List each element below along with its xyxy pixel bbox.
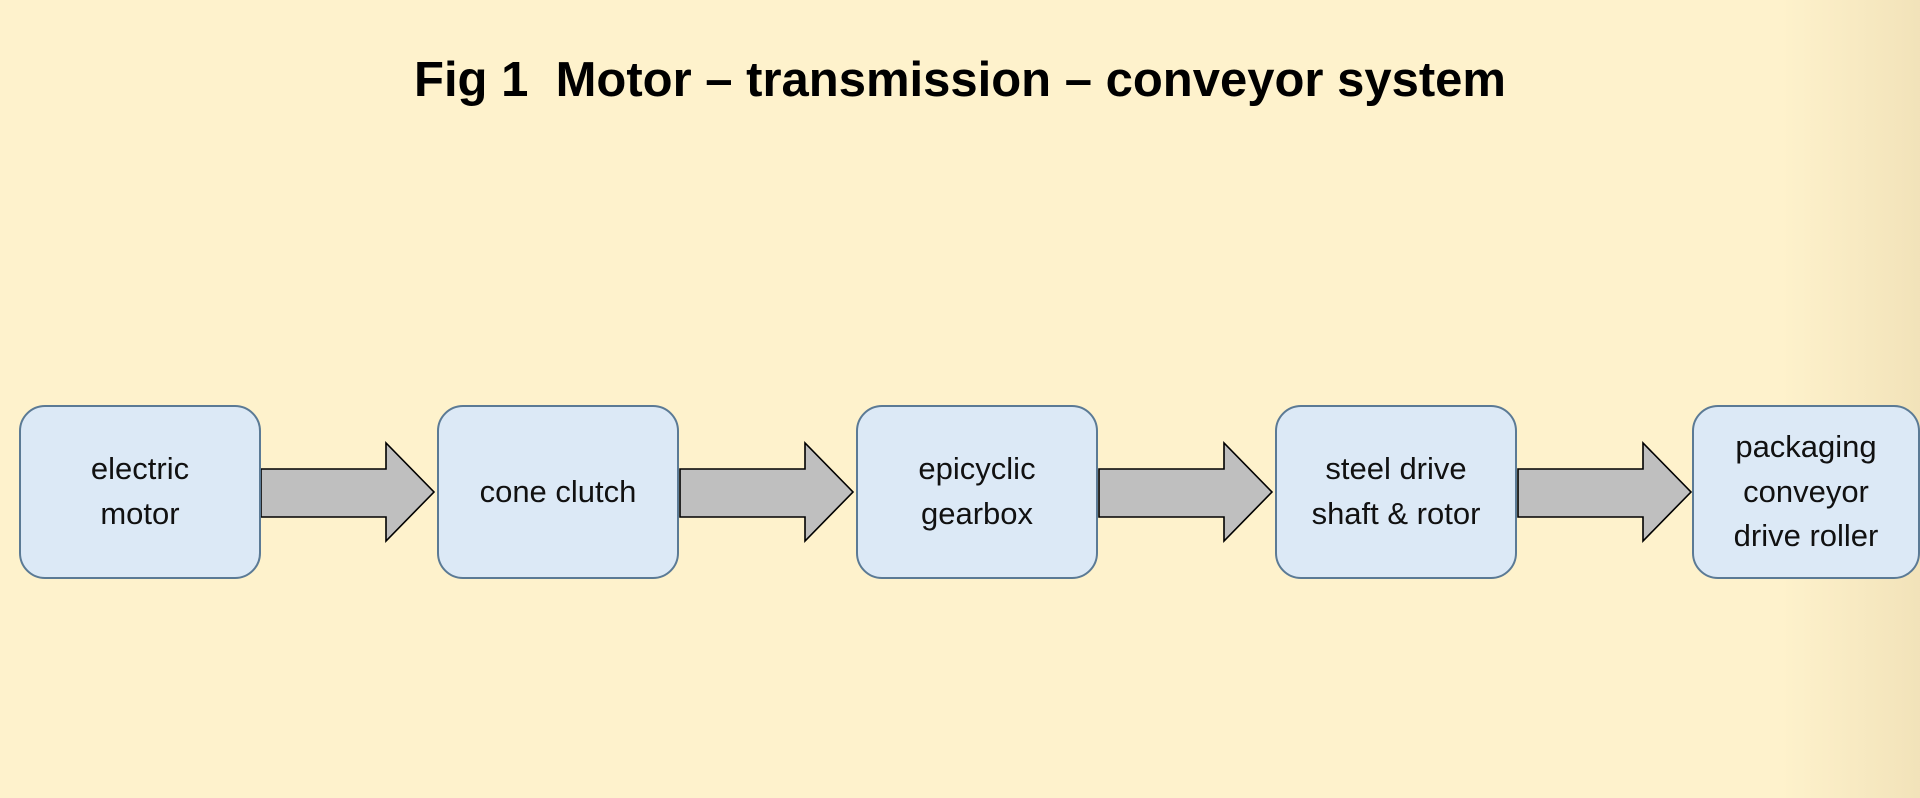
block-label-line: motor <box>100 496 180 531</box>
block-label: cone clutch <box>480 470 637 515</box>
block-label-line: gearbox <box>920 496 1034 531</box>
block-label: packaging conveyor drive roller <box>1734 425 1879 560</box>
block-label: epicyclic gearbox <box>918 447 1035 537</box>
block-label-line: epicyclic <box>918 451 1036 487</box>
block-epicyclic-gearbox: epicyclic gearbox <box>856 405 1098 579</box>
block-label-line: shaft & rotor <box>1311 496 1481 531</box>
block-label: electric motor <box>91 447 189 537</box>
block-cone-clutch: cone clutch <box>437 405 679 579</box>
block-label-line: steel drive <box>1325 451 1467 487</box>
arrow-gearbox-to-shaft <box>1098 441 1274 543</box>
block-label-line: electric <box>90 451 190 487</box>
block-electric-motor: electric motor <box>19 405 261 579</box>
block-packaging-conveyor-drive-roller: packaging conveyor drive roller <box>1692 405 1920 579</box>
block-steel-drive-shaft-rotor: steel drive shaft & rotor <box>1275 405 1517 579</box>
arrow-clutch-to-gearbox <box>679 441 855 543</box>
block-label: steel drive shaft & rotor <box>1312 447 1481 537</box>
block-label-line: cone clutch <box>479 473 637 509</box>
block-label-line: drive roller <box>1733 518 1879 554</box>
figure-title: Fig 1 Motor – transmission – conveyor sy… <box>414 53 1506 107</box>
arrow-shaft-to-roller <box>1517 441 1693 543</box>
block-label-line: packaging <box>1735 428 1877 464</box>
block-label-line: conveyor <box>1743 473 1869 509</box>
arrow-motor-to-clutch <box>260 441 436 543</box>
